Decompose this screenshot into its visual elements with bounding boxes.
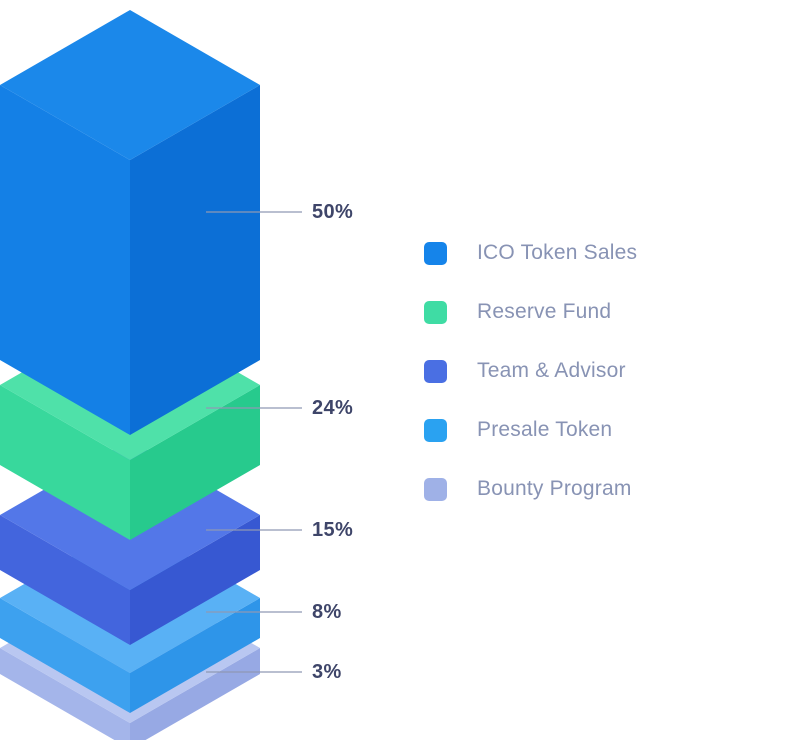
legend-item-ico-token-sales: ICO Token Sales [424,241,637,265]
legend-item-label: Team & Advisor [477,359,626,382]
percent-label-bounty-program: 3% [312,661,342,683]
legend-item-bounty-program: Bounty Program [424,477,637,501]
layer-ico-token-sales [0,10,260,435]
layer-presale-token-right-face [130,598,260,713]
legend-item-presale-token: Presale Token [424,418,637,442]
legend-item-label: Reserve Fund [477,300,612,323]
legend-swatch-bounty-program [424,477,447,501]
legend-item-team-advisor: Team & Advisor [424,359,637,383]
legend-item-label: Bounty Program [477,477,632,500]
legend-item-label: ICO Token Sales [477,241,638,264]
percent-label-team-advisor: 15% [312,519,354,541]
layer-ico-token-sales-right-face [130,85,260,435]
legend-item-reserve-fund: Reserve Fund [424,300,637,324]
layer-team-advisor-right-face [130,515,260,645]
legend: ICO Token Sales Reserve Fund Team & Advi… [424,241,637,501]
percent-label-presale-token: 8% [312,601,342,623]
leader-lines [206,211,302,673]
layer-reserve-fund-right-face [130,385,260,540]
layer-ico-token-sales-left-face [0,85,130,435]
layer-team-advisor-left-face [0,515,130,645]
layer-bounty-program-left-face [0,648,130,740]
layer-bounty-program-right-face [130,648,260,740]
layer-ico-token-sales-top-face [0,10,260,160]
legend-swatch-ico-token-sales [424,241,447,265]
legend-swatch-team-advisor [424,359,447,383]
percent-label-ico-token-sales: 50% [312,201,354,223]
percent-label-reserve-fund: 24% [312,397,354,419]
layer-presale-token-left-face [0,598,130,713]
layer-reserve-fund-left-face [0,385,130,540]
legend-swatch-presale-token [424,418,447,442]
legend-swatch-reserve-fund [424,300,447,324]
legend-item-label: Presale Token [477,418,613,441]
